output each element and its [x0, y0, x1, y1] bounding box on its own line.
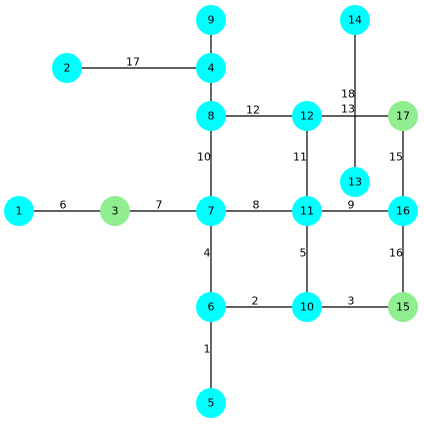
- node-label-15: 15: [396, 301, 410, 314]
- node-1: 1: [4, 196, 34, 226]
- node-12: 12: [292, 101, 322, 131]
- node-17: 17: [388, 101, 418, 131]
- edge-label-11-10: 5: [300, 247, 307, 260]
- edge-label-3-7: 7: [156, 199, 163, 212]
- node-label-16: 16: [396, 205, 410, 218]
- node-label-11: 11: [300, 205, 314, 218]
- node-circle-10: [292, 292, 322, 322]
- node-4: 4: [196, 53, 226, 83]
- node-9: 9: [196, 5, 226, 35]
- node-label-2: 2: [64, 62, 71, 75]
- node-8: 8: [196, 101, 226, 131]
- edge-label-12-17: 13: [341, 103, 355, 116]
- node-circle-16: [388, 196, 418, 226]
- node-label-13: 13: [348, 176, 362, 189]
- edge-label-10-15: 3: [348, 295, 355, 308]
- node-circle-9: [196, 5, 226, 35]
- edge-label-11-16: 9: [348, 199, 355, 212]
- edge-label-8-12: 12: [246, 104, 260, 117]
- node-circle-3: [100, 196, 130, 226]
- edge-label-7-11: 8: [253, 199, 260, 212]
- node-circle-12: [292, 101, 322, 131]
- node-label-4: 4: [208, 62, 215, 75]
- node-7: 7: [196, 196, 226, 226]
- node-circle-8: [196, 101, 226, 131]
- edge-label-16-15: 16: [389, 247, 403, 260]
- node-13: 13: [340, 167, 370, 197]
- node-3: 3: [100, 196, 130, 226]
- node-circle-4: [196, 53, 226, 83]
- edge-label-6-5: 1: [204, 343, 211, 356]
- node-circle-15: [388, 292, 418, 322]
- node-16: 16: [388, 196, 418, 226]
- node-circle-17: [388, 101, 418, 131]
- node-label-9: 9: [208, 14, 215, 27]
- node-circle-2: [52, 53, 82, 83]
- edge-label-2-4: 17: [126, 56, 140, 69]
- edge-label-6-10: 2: [252, 295, 259, 308]
- node-circle-13: [340, 167, 370, 197]
- node-label-7: 7: [208, 205, 215, 218]
- node-circle-14: [340, 5, 370, 35]
- node-circle-7: [196, 196, 226, 226]
- node-11: 11: [292, 196, 322, 226]
- edge-label-14-13: 18: [341, 88, 355, 101]
- edge-label-1-3: 6: [60, 199, 67, 212]
- node-label-14: 14: [348, 14, 362, 27]
- node-label-3: 3: [112, 205, 119, 218]
- node-circle-11: [292, 196, 322, 226]
- node-circle-5: [196, 388, 226, 418]
- node-circle-1: [4, 196, 34, 226]
- node-label-6: 6: [208, 301, 215, 314]
- edge-label-17-16: 15: [389, 151, 403, 164]
- node-label-17: 17: [396, 110, 410, 123]
- edge-label-7-6: 4: [204, 247, 211, 260]
- node-10: 10: [292, 292, 322, 322]
- node-label-12: 12: [300, 110, 314, 123]
- node-circle-6: [196, 292, 226, 322]
- node-5: 5: [196, 388, 226, 418]
- edge-label-12-11: 11: [293, 151, 307, 164]
- node-15: 15: [388, 292, 418, 322]
- node-label-5: 5: [208, 397, 215, 410]
- node-label-8: 8: [208, 110, 215, 123]
- node-label-10: 10: [300, 301, 314, 314]
- node-14: 14: [340, 5, 370, 35]
- node-6: 6: [196, 292, 226, 322]
- node-label-1: 1: [16, 205, 23, 218]
- edge-label-8-7: 10: [197, 151, 211, 164]
- node-2: 2: [52, 53, 82, 83]
